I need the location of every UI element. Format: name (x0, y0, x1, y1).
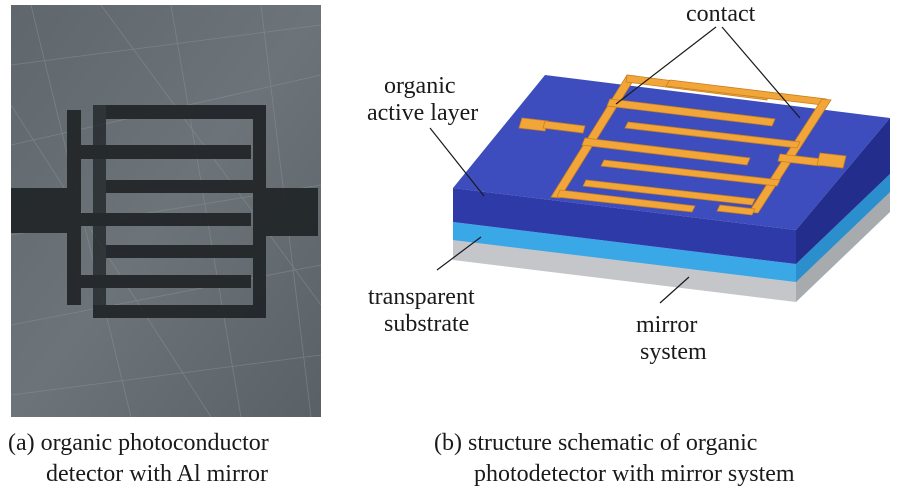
contact-pad-left (518, 117, 549, 132)
mirror-layer-front (453, 238, 796, 302)
leader-lines (429, 26, 801, 304)
organic-layer-front (453, 188, 796, 264)
mirror-layer-side (796, 190, 890, 302)
structure-schematic: contact organic active layer transparent… (340, 0, 897, 420)
contact-finger (606, 98, 776, 127)
structure-schematic-drawing: contact organic active layer transparent… (367, 1, 890, 365)
caption-a: (a) organic photoconductor detector with… (8, 428, 269, 490)
contact-finger (581, 137, 751, 166)
label-mirror-line1: mirror (636, 312, 697, 338)
label-organic-line2: active layer (367, 100, 478, 126)
contact-electrodes (518, 74, 847, 216)
electrode-pattern (11, 105, 318, 318)
contact-frame-bottom-right (716, 204, 756, 216)
contact-finger (556, 189, 696, 213)
contact-lead-right (777, 153, 823, 167)
label-organic-line1: organic (384, 73, 456, 99)
caption-b: (b) structure schematic of organic photo… (434, 428, 795, 490)
contact-lead-left (542, 120, 586, 134)
organic-layer-side (796, 118, 890, 264)
contact-finger (624, 121, 801, 149)
label-mirror-line2: system (640, 339, 707, 365)
substrate-layer-side (796, 174, 890, 282)
device-photo (10, 4, 322, 418)
contact-finger (600, 159, 781, 187)
caption-b-line2: photodetector with mirror system (474, 461, 795, 487)
label-contact: contact (686, 1, 756, 27)
contact-pad-right (816, 152, 847, 169)
caption-b-line1: (b) structure schematic of organic (434, 430, 758, 456)
contact-finger (582, 179, 756, 206)
caption-a-line2: detector with Al mirror (46, 461, 268, 487)
device-photo-image (10, 4, 322, 418)
label-transparent-line1: transparent (368, 284, 475, 310)
caption-a-line1: (a) organic photoconductor (8, 430, 269, 456)
substrate-layer-front (453, 222, 796, 282)
label-transparent-line2: substrate (384, 311, 469, 337)
